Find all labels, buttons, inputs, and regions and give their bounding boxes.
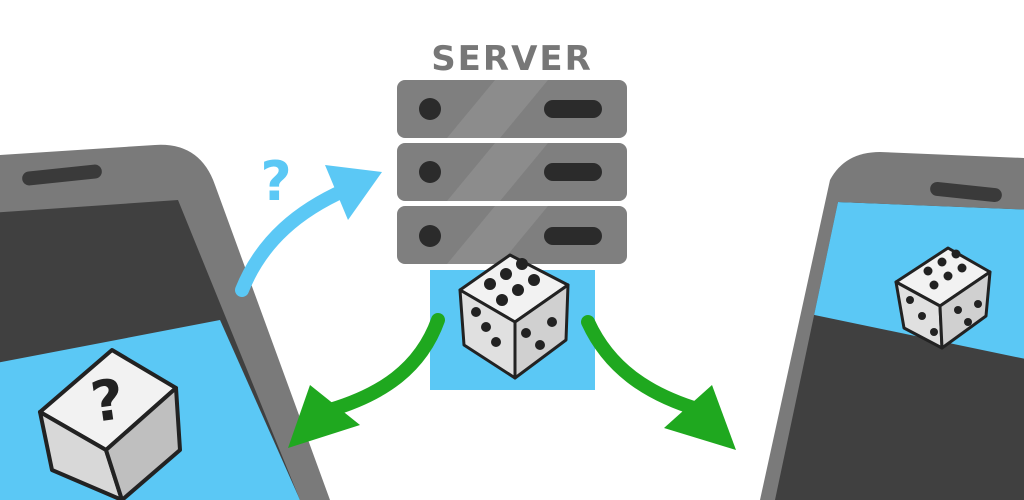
server-unit	[397, 80, 627, 138]
unknown-die-icon: ?	[38, 348, 182, 500]
server-unit	[397, 206, 627, 264]
right-phone	[760, 152, 1024, 500]
server-title: SERVER	[431, 39, 593, 79]
server-die-icon	[458, 253, 570, 380]
result-arrow-right-icon	[581, 315, 736, 450]
server-icon	[397, 80, 627, 264]
result-arrow-left-icon	[288, 313, 445, 448]
request-arrow-icon	[235, 165, 382, 297]
right-phone-speaker	[930, 181, 1002, 203]
server-unit	[397, 143, 627, 201]
request-question-mark-icon: ?	[260, 150, 291, 213]
right-die-icon	[894, 246, 992, 350]
left-phone-speaker	[22, 164, 102, 186]
